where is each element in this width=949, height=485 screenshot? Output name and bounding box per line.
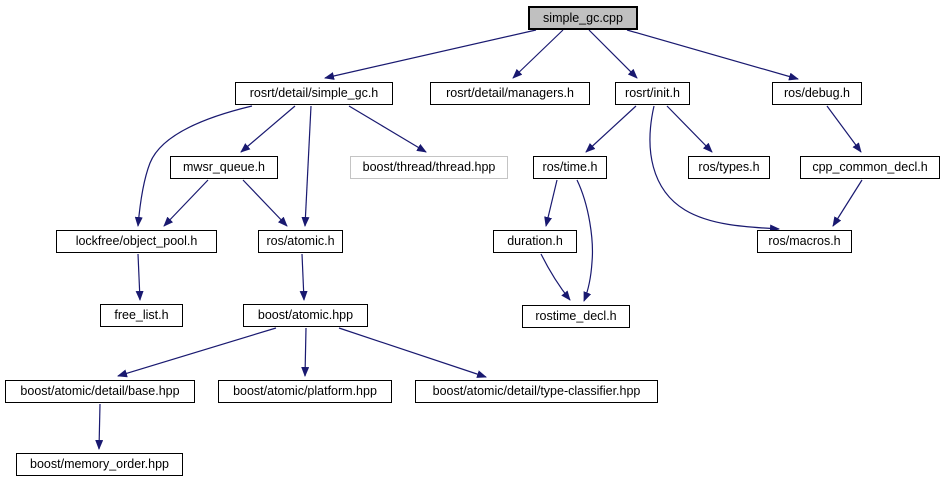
edge-mwsrqueue-to-rosatomic bbox=[242, 179, 288, 227]
edge-simplegch-to-rosatomic bbox=[301, 105, 312, 227]
node-boost-atomic-detail-type-classifier-hpp[interactable]: boost/atomic/detail/type-classifier.hpp bbox=[415, 380, 658, 403]
node-ros-types-h[interactable]: ros/types.h bbox=[688, 156, 770, 179]
edge-rostime-to-rostimedecl bbox=[576, 179, 593, 302]
node-boost-thread-thread-hpp: boost/thread/thread.hpp bbox=[350, 156, 508, 179]
node-ros-atomic-h[interactable]: ros/atomic.h bbox=[258, 230, 343, 253]
node-ros-time-h[interactable]: ros/time.h bbox=[533, 156, 607, 179]
edge-mwsrqueue-to-objectpool bbox=[163, 179, 209, 227]
edge-simplegch-to-objectpool bbox=[134, 105, 253, 227]
edge-init-to-rostypes bbox=[666, 105, 713, 153]
edge-init-to-rosmacros bbox=[649, 105, 780, 233]
edge-basehpp-to-memoryorder bbox=[95, 403, 104, 450]
node-boost-atomic-platform-hpp[interactable]: boost/atomic/platform.hpp bbox=[218, 380, 392, 403]
edge-simplegccpp-to-debug bbox=[626, 29, 799, 81]
node-boost-memory-order-hpp[interactable]: boost/memory_order.hpp bbox=[16, 453, 183, 476]
edge-simplegccpp-to-managersh bbox=[512, 29, 564, 79]
node-rosrt-detail-managers-h[interactable]: rosrt/detail/managers.h bbox=[430, 82, 590, 105]
edge-rosatomic-to-boostatomic bbox=[299, 253, 308, 301]
edge-rostime-to-duration bbox=[544, 179, 558, 227]
edge-simplegch-to-threadhpp bbox=[348, 105, 427, 153]
node-rosrt-init-h[interactable]: rosrt/init.h bbox=[615, 82, 690, 105]
node-free-list-h[interactable]: free_list.h bbox=[100, 304, 183, 327]
edge-simplegccpp-to-simplegch bbox=[324, 29, 537, 80]
node-lockfree-object-pool-h[interactable]: lockfree/object_pool.h bbox=[56, 230, 217, 253]
edge-boostatomic-to-platformhpp bbox=[301, 327, 310, 377]
node-rostime-decl-h[interactable]: rostime_decl.h bbox=[522, 305, 630, 328]
edge-simplegch-to-mwsrqueue bbox=[240, 105, 296, 153]
node-cpp-common-decl-h[interactable]: cpp_common_decl.h bbox=[800, 156, 940, 179]
edge-objectpool-to-freelist bbox=[135, 253, 144, 301]
node-duration-h[interactable]: duration.h bbox=[493, 230, 577, 253]
node-simple-gc-cpp: simple_gc.cpp bbox=[528, 6, 638, 30]
node-ros-debug-h[interactable]: ros/debug.h bbox=[772, 82, 862, 105]
node-boost-atomic-detail-base-hpp[interactable]: boost/atomic/detail/base.hpp bbox=[5, 380, 195, 403]
node-ros-macros-h[interactable]: ros/macros.h bbox=[757, 230, 852, 253]
edge-simplegccpp-to-init bbox=[588, 29, 638, 79]
node-boost-atomic-hpp[interactable]: boost/atomic.hpp bbox=[243, 304, 368, 327]
node-rosrt-detail-simple-gc-h[interactable]: rosrt/detail/simple_gc.h bbox=[235, 82, 393, 105]
node-mwsr-queue-h[interactable]: mwsr_queue.h bbox=[170, 156, 278, 179]
edge-debug-to-cppcommondecl bbox=[826, 105, 862, 153]
edge-init-to-rostime bbox=[585, 105, 637, 153]
edge-cppcommondecl-to-rosmacros bbox=[832, 179, 863, 227]
edge-duration-to-rostimedecl bbox=[540, 253, 571, 301]
edge-boostatomic-to-basehpp bbox=[117, 327, 277, 378]
edge-boostatomic-to-typeclassifier bbox=[338, 327, 487, 378]
